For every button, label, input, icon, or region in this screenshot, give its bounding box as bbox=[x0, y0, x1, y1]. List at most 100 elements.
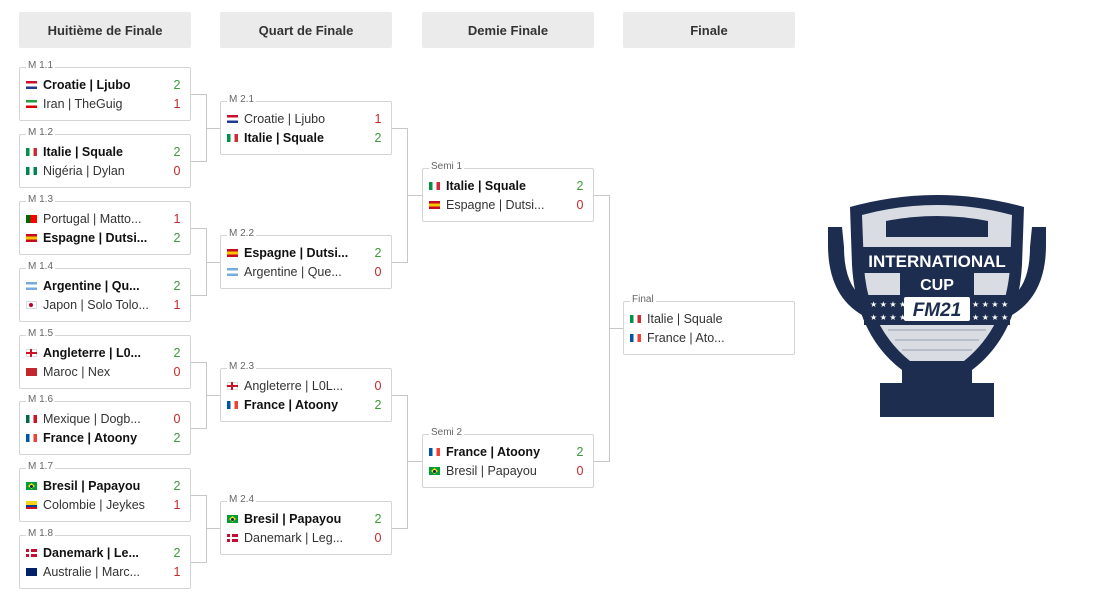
match-label: Semi 2 bbox=[429, 427, 465, 439]
team-name: Angleterre | L0... bbox=[43, 346, 141, 360]
team-name: Croatie | Ljubo bbox=[43, 78, 131, 92]
team-name: Nigéria | Dylan bbox=[43, 164, 125, 178]
bracket-connector bbox=[407, 395, 408, 529]
team-score: 1 bbox=[173, 498, 181, 512]
bracket-connector bbox=[392, 528, 407, 529]
bracket-connector bbox=[609, 328, 623, 329]
team-name: Bresil | Papayou bbox=[244, 512, 342, 526]
spain-flag-icon bbox=[429, 201, 440, 209]
team-row[interactable]: Argentine | Que...0 bbox=[227, 263, 391, 281]
team-row[interactable]: Argentine | Qu...2 bbox=[26, 277, 190, 295]
team-score: 2 bbox=[173, 231, 181, 245]
bracket-connector bbox=[206, 528, 220, 529]
round-header-qf: Quart de Finale bbox=[220, 12, 392, 48]
australia-flag-icon bbox=[26, 568, 37, 576]
team-row[interactable]: Portugal | Matto...1 bbox=[26, 210, 190, 228]
team-score: 2 bbox=[374, 131, 382, 145]
mexico-flag-icon bbox=[26, 415, 37, 423]
team-name: France | Atoony bbox=[43, 431, 138, 445]
match-label: M 2.3 bbox=[227, 361, 257, 373]
team-name: Bresil | Papayou bbox=[446, 464, 537, 478]
denmark-flag-icon bbox=[26, 549, 37, 557]
bracket-connector bbox=[206, 262, 220, 263]
bracket-connector bbox=[594, 461, 609, 462]
match-label: Final bbox=[630, 294, 656, 306]
team-row[interactable]: Danemark | Leg...0 bbox=[227, 529, 391, 547]
team-name: Argentine | Qu... bbox=[43, 279, 140, 293]
team-row[interactable]: France | Ato... bbox=[630, 329, 794, 347]
brazil-flag-icon bbox=[429, 467, 440, 475]
bracket-connector bbox=[392, 128, 407, 129]
italy-flag-icon bbox=[429, 182, 440, 190]
team-score: 2 bbox=[173, 145, 181, 159]
team-score: 1 bbox=[173, 298, 181, 312]
team-row[interactable]: Espagne | Dutsi...0 bbox=[429, 196, 593, 214]
bracket-connector bbox=[392, 262, 407, 263]
team-name: Danemark | Leg... bbox=[244, 531, 344, 545]
team-score: 0 bbox=[576, 198, 584, 212]
logo-line1: INTERNATIONAL bbox=[868, 252, 1006, 271]
team-row[interactable]: Italie | Squale bbox=[630, 310, 794, 328]
bracket-connector bbox=[206, 128, 220, 129]
team-name: France | Atoony bbox=[446, 445, 541, 459]
france-flag-icon bbox=[429, 448, 440, 456]
team-row[interactable]: Espagne | Dutsi...2 bbox=[227, 244, 391, 262]
team-score: 0 bbox=[173, 412, 181, 426]
spain-flag-icon bbox=[227, 249, 238, 257]
team-name: Maroc | Nex bbox=[43, 365, 111, 379]
team-row[interactable]: Japon | Solo Tolo...1 bbox=[26, 296, 190, 314]
team-name: Danemark | Le... bbox=[43, 546, 139, 560]
croatia-flag-icon bbox=[26, 81, 37, 89]
svg-text:★ ★ ★ ★: ★ ★ ★ ★ bbox=[972, 313, 1008, 322]
international-cup-trophy-logo: INTERNATIONAL CUP ★ ★ ★ ★★ ★ ★ ★ ★ ★ ★ ★… bbox=[828, 195, 1046, 417]
brazil-flag-icon bbox=[227, 515, 238, 523]
croatia-flag-icon bbox=[227, 115, 238, 123]
team-score: 0 bbox=[374, 265, 382, 279]
team-row[interactable]: Australie | Marc...1 bbox=[26, 563, 190, 581]
team-row[interactable]: Angleterre | L0...2 bbox=[26, 344, 190, 362]
match-label: M 1.4 bbox=[26, 261, 56, 273]
team-row[interactable]: Nigéria | Dylan 0 bbox=[26, 162, 190, 180]
italy-flag-icon bbox=[227, 134, 238, 142]
team-row[interactable]: Danemark | Le...2 bbox=[26, 544, 190, 562]
colombia-flag-icon bbox=[26, 501, 37, 509]
match-label: M 2.1 bbox=[227, 94, 257, 106]
team-row[interactable]: Espagne | Dutsi...2 bbox=[26, 229, 190, 247]
match-label: M 2.2 bbox=[227, 228, 257, 240]
team-name: Italie | Squale bbox=[647, 312, 723, 326]
team-score: 0 bbox=[173, 164, 181, 178]
team-score: 2 bbox=[576, 179, 584, 193]
team-row[interactable]: Angleterre | L0L...0 bbox=[227, 377, 391, 395]
morocco-flag-icon bbox=[26, 368, 37, 376]
team-row[interactable]: Mexique | Dogb...0 bbox=[26, 410, 190, 428]
